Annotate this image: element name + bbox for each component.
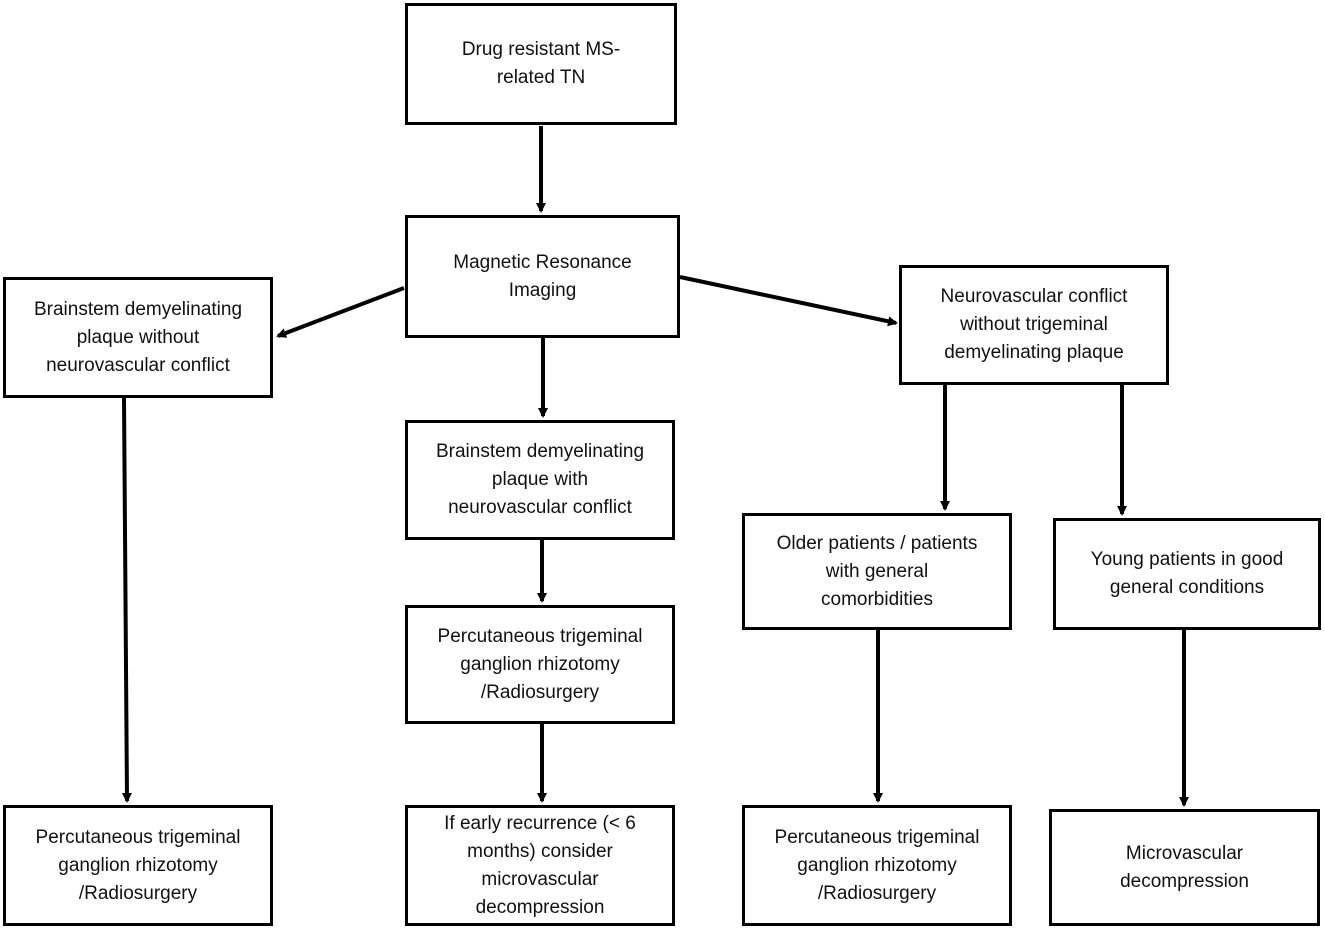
node-young-patients: Young patients in good general condition… bbox=[1053, 518, 1321, 630]
node-plaque-without-conflict-label: Brainstem demyelinating plaque without n… bbox=[33, 298, 243, 376]
arrow-mri-to-plaque-without-conflict bbox=[276, 286, 405, 338]
node-start-label: Drug resistant MS- related TN bbox=[461, 39, 621, 88]
node-plaque-with-conflict-label: Brainstem demyelinating plaque with neur… bbox=[435, 441, 645, 518]
node-plaque-without-conflict: Brainstem demyelinating plaque without n… bbox=[3, 277, 273, 398]
node-older-patients-label: Older patients / patients with general c… bbox=[776, 532, 978, 610]
node-mvd-label: Microvascular decompression bbox=[1120, 842, 1249, 892]
node-middle-rhizotomy-label: Percutaneous trigeminal ganglion rhizoto… bbox=[437, 625, 643, 703]
arrow-plaque-without-conflict-to-left-rhizotomy bbox=[121, 397, 132, 803]
node-mri: Magnetic Resonance Imaging bbox=[405, 215, 680, 338]
node-young-patients-label: Young patients in good general condition… bbox=[1090, 549, 1284, 598]
node-early-recurrence-label: If early recurrence (< 6 months) conside… bbox=[444, 812, 636, 918]
node-right-rhizotomy: Percutaneous trigeminal ganglion rhizoto… bbox=[742, 805, 1012, 926]
node-start: Drug resistant MS- related TN bbox=[405, 3, 677, 125]
node-mvd: Microvascular decompression bbox=[1049, 809, 1320, 926]
node-plaque-with-conflict: Brainstem demyelinating plaque with neur… bbox=[405, 420, 675, 540]
arrow-mri-to-conflict-without-plaque bbox=[679, 275, 898, 327]
node-left-rhizotomy-label: Percutaneous trigeminal ganglion rhizoto… bbox=[35, 826, 241, 904]
node-right-rhizotomy-label: Percutaneous trigeminal ganglion rhizoto… bbox=[774, 826, 980, 904]
node-older-patients: Older patients / patients with general c… bbox=[742, 513, 1012, 630]
node-early-recurrence: If early recurrence (< 6 months) conside… bbox=[405, 805, 675, 926]
node-mri-label: Magnetic Resonance Imaging bbox=[453, 251, 632, 301]
node-conflict-without-plaque: Neurovascular conflict without trigemina… bbox=[899, 265, 1169, 385]
node-middle-rhizotomy: Percutaneous trigeminal ganglion rhizoto… bbox=[405, 605, 675, 724]
node-conflict-without-plaque-label: Neurovascular conflict without trigemina… bbox=[940, 286, 1128, 363]
node-left-rhizotomy: Percutaneous trigeminal ganglion rhizoto… bbox=[3, 805, 273, 926]
